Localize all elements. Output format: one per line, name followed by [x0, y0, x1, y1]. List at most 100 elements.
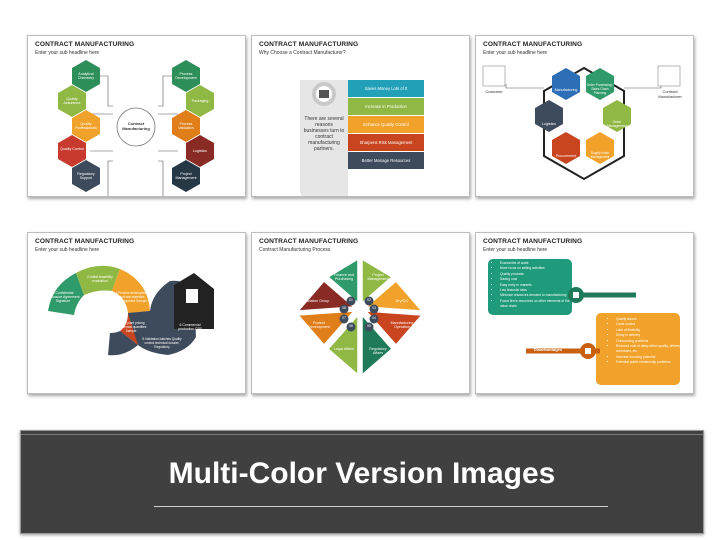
advantages-disadvantages-graphic — [488, 259, 680, 385]
hex-label-9: Logistics — [193, 149, 207, 153]
list-item: Saving cost — [500, 277, 576, 282]
step-4: 4.Pilot plant pricing commercial quantit… — [115, 321, 147, 333]
slide-title: CONTRACT MANUFACTURING — [259, 238, 359, 245]
slide-thumbnail-5[interactable]: CONTRACT MANUFACTURING Contract Manufact… — [251, 232, 470, 394]
segment-label-4: Manufacturing Operation — [390, 321, 414, 329]
hex-label-3: Quality Professionals — [75, 122, 97, 130]
list-item: Quality issues — [616, 317, 688, 322]
customer-label: Customer — [485, 89, 503, 94]
hex-label-3: Order Management — [607, 120, 627, 128]
manufacturer-icon — [657, 65, 681, 87]
step-number-2: 02 — [367, 298, 371, 302]
slide-title: CONTRACT MANUFACTURING — [259, 41, 359, 48]
slide-subtitle: Contract Manufacturing Process — [259, 247, 331, 253]
thumbs-up-icon — [573, 292, 579, 298]
center-label: Contract Manufacturing — [122, 121, 150, 131]
slide-subtitle: Enter your sub headline here — [35, 50, 100, 56]
document-icon — [186, 289, 198, 303]
step-number-8: 08 — [342, 306, 346, 310]
banner-underline — [154, 506, 608, 507]
step-5: 5.Validation batches Quality control tec… — [142, 337, 182, 349]
banner-title: Multi-Color Version Images — [168, 457, 556, 490]
thumbs-down-icon — [585, 348, 591, 354]
step-3: 3.Process development and raw materials … — [115, 291, 149, 303]
slide-subtitle: Enter your sub headline here — [483, 247, 548, 253]
reason-bar-3: Enhance Quality Control — [363, 122, 409, 127]
advantages-list: Economies of scale More focus on selling… — [490, 259, 576, 310]
reason-bar-1: Saves Money Lots of It — [364, 86, 408, 91]
disadvantages-list: Quality issues Costs control Lack of fle… — [606, 315, 688, 366]
list-item: Lack of flexibility — [616, 328, 688, 333]
hex-label-8: Process Validation — [178, 122, 194, 130]
step-6: 6.Commercial production CFP — [178, 323, 202, 331]
hex-label-4: Quality Control — [60, 147, 84, 151]
segment-label-8: Validation Group — [302, 299, 330, 303]
hex-label-5: Regulatory Support — [77, 172, 95, 180]
hex-label-2: Order Processing / Sales Chain Planning — [586, 83, 614, 95]
hex-label-7: Packaging — [191, 99, 209, 103]
customer-icon — [482, 65, 506, 87]
hex-label-1: Manufacturing — [554, 88, 578, 92]
banner-top-rule — [21, 434, 703, 435]
list-item: Reduced cost of delay affect quality, de… — [616, 344, 688, 355]
segment-label-7: Product Development — [308, 321, 330, 329]
list-item: Increase sourcing potential — [616, 355, 688, 360]
reasons-graphic — [300, 80, 424, 196]
list-item: Focus firm's resources on other elements… — [500, 299, 576, 310]
list-item: Economies of scale — [500, 261, 576, 266]
slide-title: CONTRACT MANUFACTURING — [483, 41, 583, 48]
hex-label-6: Logistics — [542, 122, 556, 126]
reason-bar-4: Sharpens Risk Management — [359, 140, 413, 145]
segment-label-5: Regulatory Affairs — [369, 347, 387, 355]
list-item: Delay in delivery — [616, 333, 688, 338]
hex-label-10: Project Management — [175, 172, 197, 180]
disadvantages-label: Disadvantages — [533, 347, 563, 352]
list-item: Low financial risks — [500, 288, 576, 293]
slide-title: CONTRACT MANUFACTURING — [35, 238, 135, 245]
factory-icon — [319, 90, 329, 98]
step-number-5: 05 — [367, 324, 371, 328]
slide-subtitle: Enter your sub headline here — [35, 247, 100, 253]
reasons-text: There are several reasons businesses tur… — [303, 116, 345, 152]
step-number-1: 01 — [349, 298, 353, 302]
slide-subtitle: Enter your sub headline here — [483, 50, 548, 56]
list-item: Outsourcing problems — [616, 339, 688, 344]
advantages-label: Advantages — [606, 291, 630, 296]
list-item: Costs control — [616, 322, 688, 327]
slide-subtitle: Why Choose a Contract Manufacturer? — [259, 50, 346, 56]
hex-label-2: Quality Assurance — [63, 97, 81, 105]
step-1: 1.Confidential Disclosure Agreement Sign… — [46, 291, 80, 303]
list-item: Quality products — [500, 272, 576, 277]
list-item: Minimize resources devoted to manufactur… — [500, 293, 576, 298]
hex-ring-diagram — [482, 65, 681, 181]
slide-thumbnail-1[interactable]: CONTRACT MANUFACTURING Enter your sub he… — [27, 35, 246, 197]
slide-thumbnail-2[interactable]: CONTRACT MANUFACTURING Why Choose a Cont… — [251, 35, 470, 197]
octagon-process-diagram — [296, 257, 424, 377]
step-number-4: 04 — [372, 316, 376, 320]
list-item: Potential public relationship problems — [616, 360, 688, 365]
wave-process-diagram — [48, 265, 214, 356]
list-item: More focus on selling activities — [500, 266, 576, 271]
reason-bar-5: Better Manage Resources — [361, 158, 411, 163]
hex-label-4: Supply chain Management — [590, 151, 610, 159]
hexagon-diagram — [58, 60, 214, 196]
step-number-6: 06 — [349, 324, 353, 328]
banner: Multi-Color Version Images — [20, 430, 704, 534]
segment-label-2: Project Management — [367, 273, 389, 281]
slide-thumbnail-3[interactable]: CONTRACT MANUFACTURING Enter your sub he… — [475, 35, 694, 197]
hex-label-5: Procurement — [555, 154, 577, 158]
slide-thumbnail-6[interactable]: CONTRACT MANUFACTURING Enter your sub he… — [475, 232, 694, 394]
hex-label-6: Process Development — [175, 72, 197, 80]
segment-label-6: Legal Affairs — [334, 347, 354, 351]
segment-label-3: Dry/QC — [395, 299, 409, 303]
list-item: Easy entry in markets — [500, 283, 576, 288]
reason-bar-2: Increase in Production — [365, 104, 407, 109]
manufacturer-label: Contract Manufacturer — [658, 89, 682, 99]
step-2: 2.Initial feasibility evaluation — [87, 275, 113, 283]
hex-label-1: Analytical Chemistry — [77, 72, 95, 80]
slide-thumbnail-4[interactable]: CONTRACT MANUFACTURING Enter your sub he… — [27, 232, 246, 394]
step-number-3: 03 — [372, 306, 376, 310]
step-number-7: 07 — [342, 316, 346, 320]
slide-title: CONTRACT MANUFACTURING — [35, 41, 135, 48]
segment-label-1: Finance and Purchasing — [334, 273, 354, 281]
